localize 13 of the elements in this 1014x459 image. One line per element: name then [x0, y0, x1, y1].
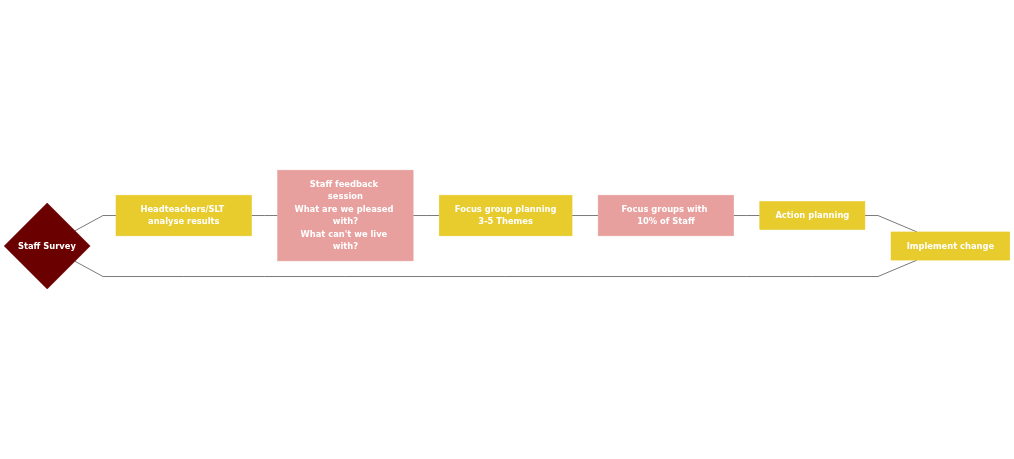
node-box: Implement change: [890, 231, 1011, 261]
node-box: Headteachers/SLT analyse results: [115, 194, 252, 236]
connector: [74, 259, 918, 277]
node-box: Focus groups with 10% of Staff: [597, 194, 734, 236]
connector: [251, 215, 278, 216]
node-box: Action planning: [759, 201, 866, 230]
node-box: Focus group planning 3-5 Themes: [438, 194, 573, 236]
node-diamond: Staff Survey: [3, 202, 91, 290]
node-box: Staff feedback session What are we pleased with? What can't we live with?: [277, 169, 414, 262]
connector: [412, 215, 440, 216]
connector: [733, 215, 761, 216]
connector: [571, 215, 599, 216]
connector: [74, 215, 117, 232]
